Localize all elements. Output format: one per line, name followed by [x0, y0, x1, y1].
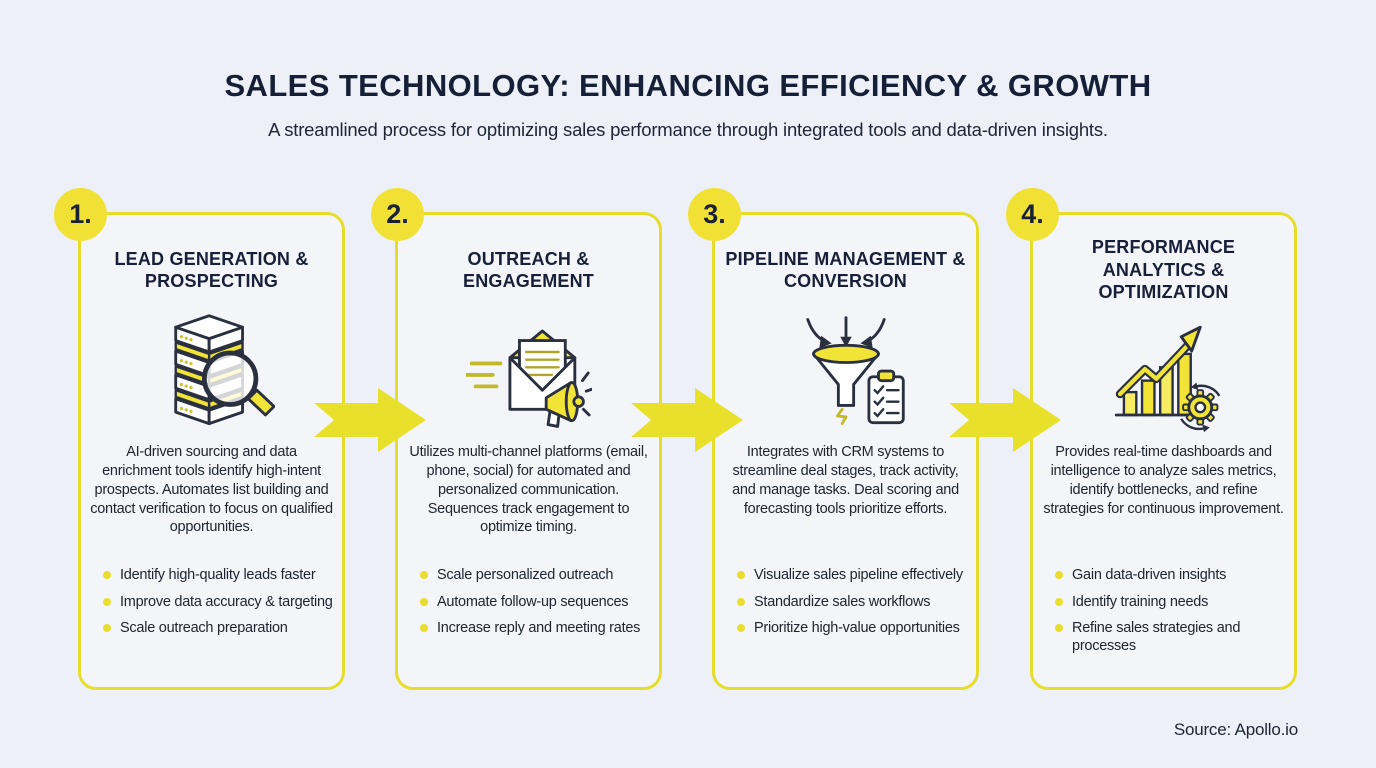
flow-arrow-icon: [949, 388, 1061, 452]
step-bullet-list: Visualize sales pipeline effectively Sta…: [737, 567, 968, 647]
step-bullet-list: Identify high-quality leads faster Impro…: [103, 567, 334, 647]
page-title: SALES TECHNOLOGY: ENHANCING EFFICIENCY &…: [224, 68, 1152, 103]
bullet-item: Increase reply and meeting rates: [420, 620, 651, 638]
bullet-dot-icon: [420, 571, 428, 579]
bullet-dot-icon: [1055, 624, 1063, 633]
bullet-text: Scale outreach preparation: [120, 620, 288, 637]
step-description: Utilizes multi-channel platforms (email,…: [409, 444, 648, 536]
bullet-item: Visualize sales pipeline effectively: [737, 567, 968, 585]
step-card-pipeline: 3. PIPELINE MANAGEMENT & CONVERSION: [688, 188, 979, 690]
bullet-dot-icon: [420, 624, 428, 633]
bullet-dot-icon: [103, 624, 111, 633]
step-number: 3.: [703, 199, 726, 229]
step-number-badge: 3.: [688, 188, 741, 241]
bullet-item: Scale personalized outreach: [420, 567, 651, 585]
bullet-text: Prioritize high-value opportunities: [754, 620, 960, 637]
bullet-dot-icon: [103, 571, 111, 579]
step-description: Provides real-time dashboards and intell…: [1043, 444, 1284, 517]
step-number-badge: 1.: [54, 188, 107, 241]
bullet-text: Identify training needs: [1072, 593, 1209, 610]
bullet-item: Prioritize high-value opportunities: [737, 620, 968, 638]
step-number: 1.: [69, 199, 92, 229]
step-title: LEAD GENERATION & PROSPECTING: [114, 248, 309, 292]
bullet-text: Identify high-quality leads faster: [120, 567, 316, 583]
bullet-text: Increase reply and meeting rates: [437, 620, 641, 637]
bullet-item: Automate follow-up sequences: [420, 594, 651, 612]
bullet-item: Gain data-driven insights: [1055, 567, 1286, 585]
bullet-item: Refine sales strategies and processes: [1055, 620, 1286, 655]
step-number-badge: 2.: [371, 188, 424, 241]
bullet-dot-icon: [103, 597, 111, 606]
funnel-checklist-icon: [715, 307, 976, 439]
step-number-badge: 4.: [1006, 188, 1059, 241]
bullet-text: Automate follow-up sequences: [437, 593, 629, 610]
growth-chart-gear-icon: [1033, 307, 1294, 439]
bullet-item: Scale outreach preparation: [103, 620, 334, 638]
bullet-text: Gain data-driven insights: [1072, 567, 1227, 583]
bullet-text: Refine sales strategies and processes: [1072, 620, 1241, 655]
bullet-text: Scale personalized outreach: [437, 567, 614, 583]
step-description: AI-driven sourcing and data enrichment t…: [90, 444, 333, 536]
bullet-dot-icon: [737, 571, 745, 579]
source-credit: Source: Apollo.io: [1173, 720, 1298, 739]
email-megaphone-icon: [398, 307, 659, 439]
bullet-text: Improve data accuracy & targeting: [120, 593, 333, 610]
bullet-text: Standardize sales workflows: [754, 593, 931, 610]
step-description: Integrates with CRM systems to streamlin…: [732, 444, 959, 517]
bullet-dot-icon: [737, 624, 745, 633]
step-title: PERFORMANCE ANALYTICS & OPTIMIZATION: [1091, 237, 1236, 303]
step-number: 2.: [386, 199, 409, 229]
database-search-icon: [81, 307, 342, 439]
bullet-item: Improve data accuracy & targeting: [103, 594, 334, 612]
bullet-dot-icon: [737, 597, 745, 606]
step-bullet-list: Gain data-driven insights Identify train…: [1055, 567, 1286, 665]
bullet-dot-icon: [1055, 571, 1063, 579]
bullet-dot-icon: [420, 597, 428, 606]
step-bullet-list: Scale personalized outreach Automate fol…: [420, 567, 651, 647]
bullet-dot-icon: [1055, 597, 1063, 606]
bullet-item: Identify training needs: [1055, 594, 1286, 612]
step-card-outreach: 2. OUTREACH & ENGAGEMENT: [371, 188, 662, 690]
flow-arrow-icon: [631, 388, 743, 452]
page-subtitle: A streamlined process for optimizing sal…: [268, 119, 1108, 140]
step-title: OUTREACH & ENGAGEMENT: [462, 248, 594, 292]
step-number: 4.: [1021, 199, 1044, 229]
bullet-text: Visualize sales pipeline effectively: [754, 567, 963, 583]
step-card-analytics: 4. PERFORMANCE ANALYTICS & OPTIMIZATION: [1006, 188, 1297, 690]
step-title: PIPELINE MANAGEMENT & CONVERSION: [725, 248, 966, 292]
bullet-item: Standardize sales workflows: [737, 594, 968, 612]
flow-arrow-icon: [314, 388, 426, 452]
bullet-item: Identify high-quality leads faster: [103, 567, 334, 585]
step-card-lead-generation: 1. LEAD GENERATION & PROSPECTING: [54, 188, 345, 690]
